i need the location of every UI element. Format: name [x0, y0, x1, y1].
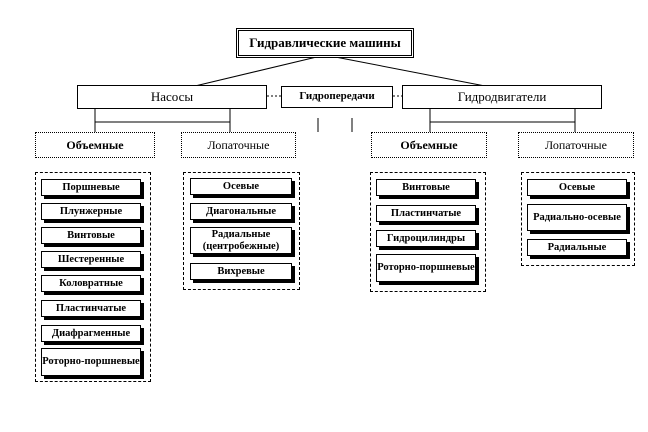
motors-vane-group: [521, 172, 635, 266]
list-item: Поршневые: [41, 179, 141, 196]
motors-volumetric-node: Объемные: [371, 132, 487, 158]
list-item: Радиальные: [527, 239, 627, 256]
transmissions-label: Гидропередачи: [299, 90, 375, 103]
root-node: Гидравлические машины: [236, 28, 414, 58]
list-item: Осевые: [527, 179, 627, 196]
pumps-vane-group: [183, 172, 300, 290]
list-item: Радиальные (центробежные): [190, 227, 292, 254]
pumps-volumetric-group: [35, 172, 151, 382]
motors-label: Гидродвигатели: [457, 89, 547, 105]
list-item: Диафрагменные: [41, 325, 141, 342]
list-item: Радиально-осевые: [527, 204, 627, 231]
pumps-volumetric-label: Объемные: [66, 137, 124, 152]
list-item: Плунжерные: [41, 203, 141, 220]
list-item: Роторно-поршневые: [41, 348, 141, 376]
list-item: Вихревые: [190, 263, 292, 280]
pumps-volumetric-node: Объемные: [35, 132, 155, 158]
list-item: Пластинчатые: [41, 300, 141, 317]
list-item: Гидроцилиндры: [376, 230, 476, 247]
list-item: Осевые: [190, 178, 292, 195]
motors-node: Гидродвигатели: [402, 85, 602, 109]
root-label: Гидравлические машины: [249, 35, 401, 51]
motors-volumetric-label: Объемные: [400, 137, 458, 152]
pumps-label: Насосы: [150, 89, 194, 105]
list-item: Винтовые: [41, 227, 141, 244]
transmissions-node: Гидропередачи: [281, 86, 393, 108]
list-item: Винтовые: [376, 179, 476, 196]
motors-volumetric-group: [370, 172, 486, 292]
list-item: Коловратные: [41, 275, 141, 292]
motors-vane-label: Лопаточные: [545, 137, 607, 152]
list-item: Шестеренные: [41, 251, 141, 268]
pumps-vane-node: Лопаточные: [181, 132, 296, 158]
pumps-node: Насосы: [77, 85, 267, 109]
motors-vane-node: Лопаточные: [518, 132, 634, 158]
list-item: Роторно-поршневые: [376, 254, 476, 282]
pumps-vane-label: Лопаточные: [207, 137, 270, 152]
list-item: Пластинчатые: [376, 205, 476, 222]
list-item: Диагональные: [190, 203, 292, 220]
